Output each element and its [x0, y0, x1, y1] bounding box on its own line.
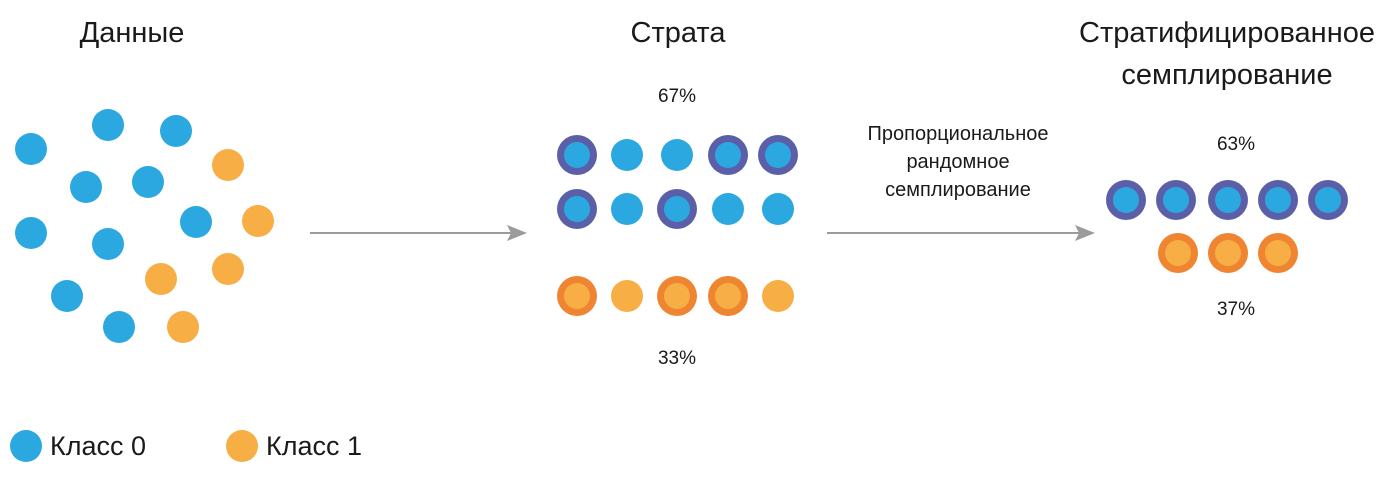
data-point-class0	[15, 133, 47, 165]
legend-swatch-class1	[226, 430, 258, 462]
data-section-title: Данные	[79, 17, 185, 49]
sample-point-class0	[1215, 187, 1241, 213]
data-point-class0	[92, 109, 124, 141]
legend-label-class0: Класс 0	[50, 430, 147, 461]
data-point-class0	[51, 280, 83, 312]
sample-point-class1	[1165, 240, 1191, 266]
legend-label-class1: Класс 1	[266, 430, 363, 461]
arrow-caption: Пропорциональное рандомное семплирование	[818, 120, 1098, 204]
data-point-class0	[160, 115, 192, 147]
sample-point-class0	[1163, 187, 1189, 213]
arrow-strata-to-sample-head	[1075, 225, 1095, 241]
strata-class0-percent: 67%	[657, 86, 697, 107]
strata-point-class0	[661, 139, 693, 171]
sample-class1-percent: 37%	[1216, 299, 1256, 320]
data-point-class0	[132, 166, 164, 198]
strata-point-class0	[762, 193, 794, 225]
data-point-class1	[212, 149, 244, 181]
strata-section-title: Страта	[630, 17, 726, 49]
sample-point-class0	[1113, 187, 1139, 213]
data-point-class1	[167, 311, 199, 343]
sample-point-class1	[1215, 240, 1241, 266]
strata-point-class0	[712, 193, 744, 225]
arrow-caption-line2: рандомное	[906, 151, 1010, 173]
data-point-class0	[15, 217, 47, 249]
legend-swatch-class0	[10, 430, 42, 462]
strata-point-class0-selected	[715, 142, 741, 168]
legend-item-class0: Класс 0	[10, 430, 146, 462]
strata-class1-percent: 33%	[657, 348, 697, 369]
legend-item-class1: Класс 1	[226, 430, 362, 462]
strata-point-class0	[611, 139, 643, 171]
strata-point-class1	[762, 280, 794, 312]
strata-point-class1	[611, 280, 643, 312]
sample-point-class1	[1265, 240, 1291, 266]
data-point-class1	[212, 253, 244, 285]
strata-point-class0-selected	[564, 196, 590, 222]
data-point-class0	[70, 171, 102, 203]
arrow-caption-line3: семплирование	[885, 179, 1031, 201]
data-point-class0	[103, 311, 135, 343]
sample-section-title-line2: семплирование	[1121, 59, 1333, 91]
data-point-class0	[180, 206, 212, 238]
sample-class0-percent: 63%	[1216, 134, 1256, 155]
strata-point-class1-selected	[664, 283, 690, 309]
sample-section-title-line1: Стратифицированное	[1079, 17, 1375, 49]
strata-point-class1-selected	[715, 283, 741, 309]
arrow-data-to-strata-head	[507, 225, 527, 241]
sample-point-class0	[1265, 187, 1291, 213]
arrow-caption-line1: Пропорциональное	[867, 123, 1049, 145]
strata-point-class0-selected	[564, 142, 590, 168]
data-point-class1	[242, 205, 274, 237]
strata-point-class1-selected	[564, 283, 590, 309]
strata-point-class0-selected	[664, 196, 690, 222]
strata-point-class0-selected	[765, 142, 791, 168]
data-point-class1	[145, 263, 177, 295]
strata-point-class0	[611, 193, 643, 225]
sample-point-class0	[1315, 187, 1341, 213]
data-point-class0	[92, 228, 124, 260]
